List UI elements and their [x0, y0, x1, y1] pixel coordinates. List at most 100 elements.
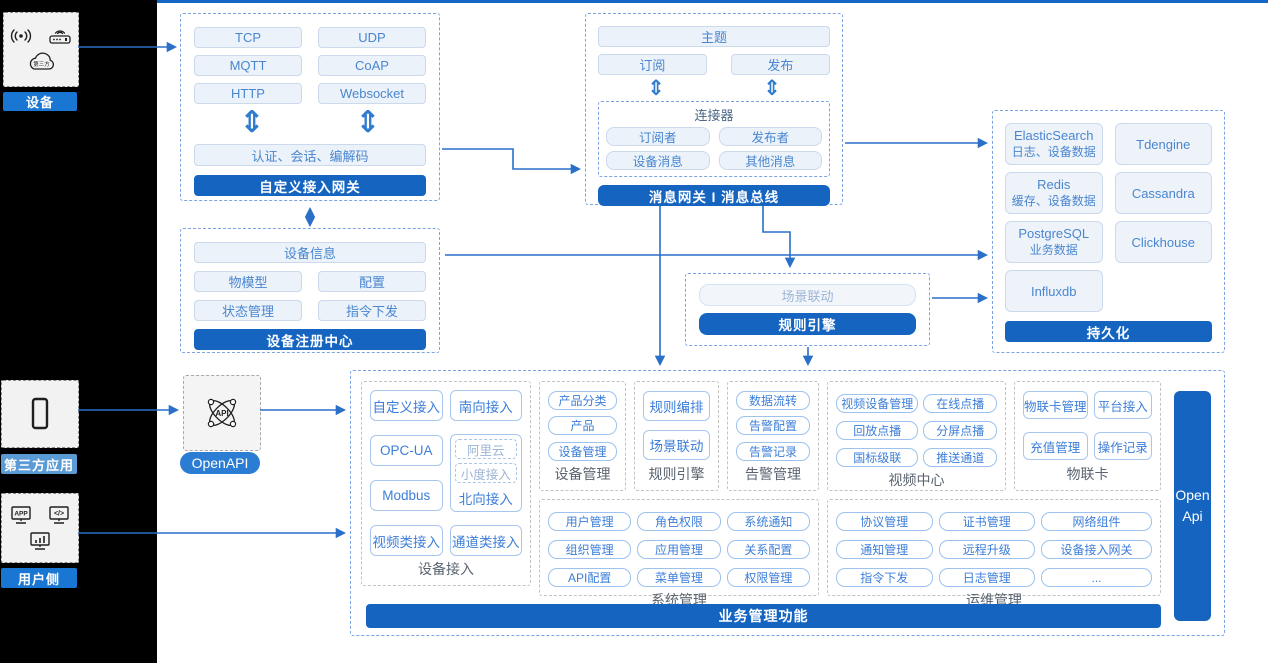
connector-pill: 设备消息 — [606, 151, 710, 170]
broadcast-icon — [10, 28, 32, 43]
feature-pill: 设备接入网关 — [1041, 540, 1152, 559]
section-device-mgmt: 产品分类产品设备管理 设备管理 — [539, 381, 626, 491]
router-icon — [49, 29, 71, 44]
third-party-cloud-icon: 第三方 — [29, 52, 54, 70]
datastore-desc: 业务数据 — [1029, 243, 1078, 257]
section-ops-mgmt: 协议管理证书管理网络组件通知管理远程升级设备接入网关指令下发日志管理... 运维… — [827, 499, 1161, 608]
feature-pill: 产品 — [548, 416, 617, 435]
svg-text:API: API — [215, 409, 228, 418]
protocol-pill: TCP — [194, 27, 302, 48]
section-label: 告警管理 — [745, 466, 801, 482]
cloud-access-pill: 小度接入 — [454, 463, 517, 483]
connector-pill: 订阅者 — [606, 127, 710, 146]
feature-pill: 国标级联 — [836, 448, 919, 467]
section-label: 设备接入 — [418, 561, 474, 577]
datastore-pill: Redis 缓存、设备数据 — [1005, 172, 1103, 214]
feature-pill: 充值管理 — [1023, 432, 1088, 460]
code-icon: </> — [49, 506, 69, 524]
registry-pills: 物模型配置状态管理指令下发 — [194, 271, 426, 321]
feature-pill: 分屏点播 — [923, 421, 997, 440]
feature-pill: 系统通知 — [726, 512, 810, 531]
feature-pill: 在线点播 — [923, 394, 997, 413]
feature-pill: 物联卡管理 — [1023, 391, 1088, 419]
device-info-pill: 设备信息 — [194, 242, 426, 263]
feature-pill: API配置 — [548, 568, 632, 587]
svg-text:APP: APP — [14, 511, 28, 518]
access-pill: OPC-UA — [370, 435, 443, 466]
feature-pill: 菜单管理 — [637, 568, 721, 587]
registry-pill: 状态管理 — [194, 300, 302, 321]
feature-pill: 设备管理 — [548, 441, 617, 461]
datastore-pill: Tdengine — [1114, 123, 1212, 165]
connector-pill: 其他消息 — [718, 151, 822, 170]
datastore-name: Influxdb — [1030, 283, 1077, 299]
protocol-pill: HTTP — [194, 83, 302, 104]
device-label: 设备 — [3, 92, 77, 111]
section-label: 设备管理 — [554, 466, 611, 482]
datastore-pill: Clickhouse — [1114, 221, 1212, 263]
datastore-grid: ElasticSearch 日志、设备数据 Tdengine Redis 缓存、… — [1005, 123, 1212, 312]
business-title-bar: 业务管理功能 — [366, 604, 1161, 628]
access-pill: 自定义接入 — [370, 390, 443, 421]
phone-icon — [31, 397, 49, 430]
third-party-box — [1, 380, 79, 448]
device-access-col2: 南向接入 阿里云小度接入 北向接入 通道类接入 — [449, 390, 522, 556]
access-pill: 南向接入 — [449, 390, 522, 421]
feature-pill: 证书管理 — [938, 512, 1036, 531]
datastore-name: PostgreSQL — [1018, 226, 1090, 241]
connector-pills: 订阅者发布者设备消息其他消息 — [606, 127, 822, 170]
section-rule-engine: 规则编排场景联动 规则引擎 — [634, 381, 719, 491]
feature-pill: 组织管理 — [548, 540, 632, 559]
rule-engine-title-bar: 规则引擎 — [699, 313, 916, 335]
user-side-box: APP </> — [1, 493, 79, 563]
datastore-name: Redis — [1037, 177, 1071, 192]
feature-pill: 权限管理 — [726, 568, 810, 587]
access-pill: Modbus — [370, 480, 443, 511]
connector-pill: 发布者 — [718, 127, 822, 146]
third-party-label: 第三方应用 — [1, 454, 77, 474]
connector-box: 连接器 订阅者发布者设备消息其他消息 — [598, 101, 830, 177]
datastore-pill: ElasticSearch 日志、设备数据 — [1005, 123, 1103, 165]
feature-pill: 视频设备管理 — [836, 394, 919, 413]
feature-pill: 操作记录 — [1093, 432, 1152, 460]
feature-pill: 平台接入 — [1093, 391, 1152, 419]
openapi-label: OpenAPI — [180, 452, 260, 474]
device-sources-box: 第三方 — [3, 12, 79, 87]
persistence-box: ElasticSearch 日志、设备数据 Tdengine Redis 缓存、… — [992, 110, 1225, 353]
api-atom-icon: API — [207, 398, 237, 428]
feature-pill: ... — [1041, 568, 1152, 587]
registry-pill: 物模型 — [194, 271, 302, 292]
datastore-desc: 日志、设备数据 — [1011, 145, 1096, 159]
feature-pill: 角色权限 — [637, 512, 721, 531]
app-icon: APP — [11, 506, 31, 524]
section-video-center: 视频设备管理在线点播回放点播分屏点播国标级联推送通道 视频中心 — [827, 381, 1006, 491]
datastore-pill: Influxdb — [1005, 270, 1103, 312]
protocol-pill: MQTT — [194, 55, 302, 76]
connector-title: 连接器 — [694, 108, 734, 123]
datastore-desc: 缓存、设备数据 — [1011, 194, 1096, 208]
updown-arrow-icon: ⇕ — [763, 75, 781, 100]
open-api-vertical-bar: Open Api — [1174, 391, 1211, 621]
registry-title-bar: 设备注册中心 — [194, 329, 426, 350]
feature-pill: 网络组件 — [1041, 512, 1152, 531]
feature-pill: 产品分类 — [548, 390, 617, 410]
feature-pill: 用户管理 — [548, 512, 632, 531]
datastore-name: Clickhouse — [1131, 234, 1196, 250]
protocol-pill: CoAP — [318, 55, 426, 76]
top-accent-line — [157, 0, 1268, 3]
feature-pill: 推送通道 — [923, 448, 997, 467]
message-arrows: ⇕ ⇕ — [598, 75, 830, 101]
section-label: 规则引擎 — [648, 466, 705, 482]
feature-pill: 应用管理 — [637, 540, 721, 559]
feature-pill: 告警配置 — [736, 416, 810, 435]
message-gateway-box: 主题 订阅 发布 ⇕ ⇕ 连接器 订阅者发布者设备消息其他消息 消息网关 I 消… — [585, 13, 843, 206]
rule-engine-box: 场景联动 规则引擎 — [685, 273, 930, 346]
user-icons-row: APP </> — [9, 504, 71, 526]
